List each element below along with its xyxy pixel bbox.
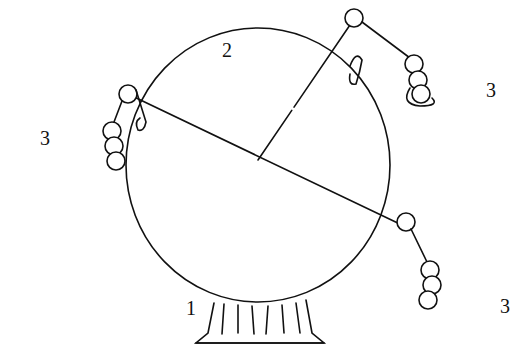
left-hanger — [103, 85, 146, 170]
globe-outline — [126, 28, 390, 302]
callout-number: 3 — [500, 296, 510, 316]
bottom-right-hanger — [397, 213, 441, 309]
callout-number: 2 — [222, 40, 232, 60]
callout-number: 3 — [486, 80, 496, 100]
callout-number: 3 — [40, 128, 50, 148]
callout-number: 1 — [186, 298, 196, 318]
radial-arm — [258, 22, 352, 160]
top-right-hanger — [345, 9, 434, 106]
stand — [196, 300, 324, 343]
axis-line — [130, 95, 404, 226]
